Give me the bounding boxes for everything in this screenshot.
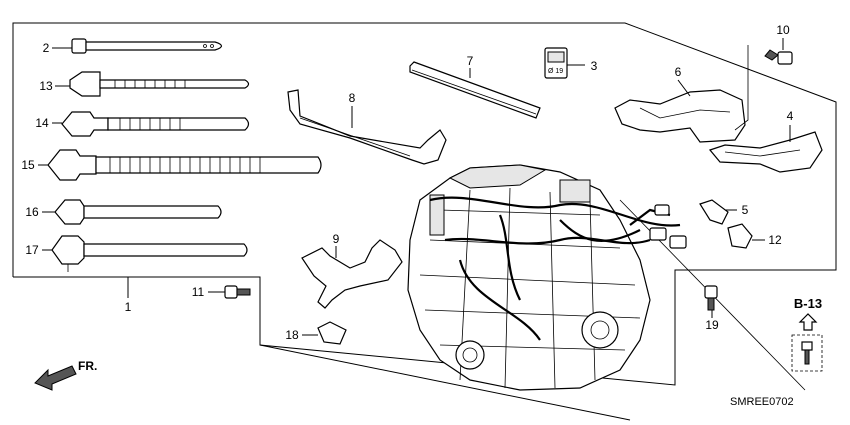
- clip-5[interactable]: [699, 199, 729, 225]
- clamp-14[interactable]: [61, 111, 250, 137]
- callout-12: 12: [768, 233, 782, 247]
- callout-18: 18: [285, 328, 299, 342]
- bolt-11[interactable]: [224, 285, 251, 299]
- callout-11: 11: [192, 285, 205, 299]
- clamp-13[interactable]: [69, 71, 250, 97]
- svg-text:Ø 19: Ø 19: [548, 68, 563, 75]
- clamp-15[interactable]: [47, 149, 322, 181]
- bolt-19[interactable]: [704, 285, 718, 311]
- callout-4: 4: [787, 109, 794, 123]
- callout-13: 13: [39, 79, 53, 93]
- callout-9: 9: [333, 232, 340, 246]
- bracket-6[interactable]: [614, 45, 749, 143]
- holder-8[interactable]: [287, 89, 447, 165]
- callout-5: 5: [742, 203, 749, 217]
- svg-text:B-13: B-13: [794, 296, 822, 311]
- engine-assembly: [407, 164, 651, 391]
- callout-7: 7: [467, 54, 474, 68]
- callout-8: 8: [349, 91, 356, 105]
- clamp-2[interactable]: [71, 38, 223, 54]
- stay-9[interactable]: [301, 239, 403, 309]
- engine-wire-harness: [429, 196, 687, 341]
- callout-10: 10: [776, 23, 790, 37]
- callout-6: 6: [675, 65, 682, 79]
- callout-15: 15: [21, 158, 35, 172]
- harness-cover-7[interactable]: [409, 61, 541, 119]
- callout-16: 16: [25, 205, 39, 219]
- callout-17: 17: [25, 243, 39, 257]
- callout-19: 19: [705, 318, 719, 332]
- lower-box-edge: [259, 344, 631, 421]
- front-direction-arrow: FR.: [34, 359, 97, 391]
- clip-18[interactable]: [317, 321, 347, 345]
- callout-3: 3: [591, 59, 598, 73]
- callout-14: 14: [35, 116, 49, 130]
- section-ref-b13: B-13: [791, 296, 823, 372]
- svg-text:FR.: FR.: [78, 359, 97, 373]
- bolt-10[interactable]: [764, 49, 793, 65]
- holder-4[interactable]: [708, 131, 823, 173]
- diagram-code: SMREE0702: [730, 396, 794, 408]
- callout-2: 2: [43, 41, 50, 55]
- clamp-17[interactable]: [51, 235, 248, 272]
- callout-1: 1: [125, 300, 132, 314]
- left-group-box: [12, 22, 837, 386]
- clamp-16[interactable]: [54, 199, 222, 225]
- connector-3[interactable]: Ø 19: [544, 47, 568, 79]
- clip-12[interactable]: [727, 223, 753, 249]
